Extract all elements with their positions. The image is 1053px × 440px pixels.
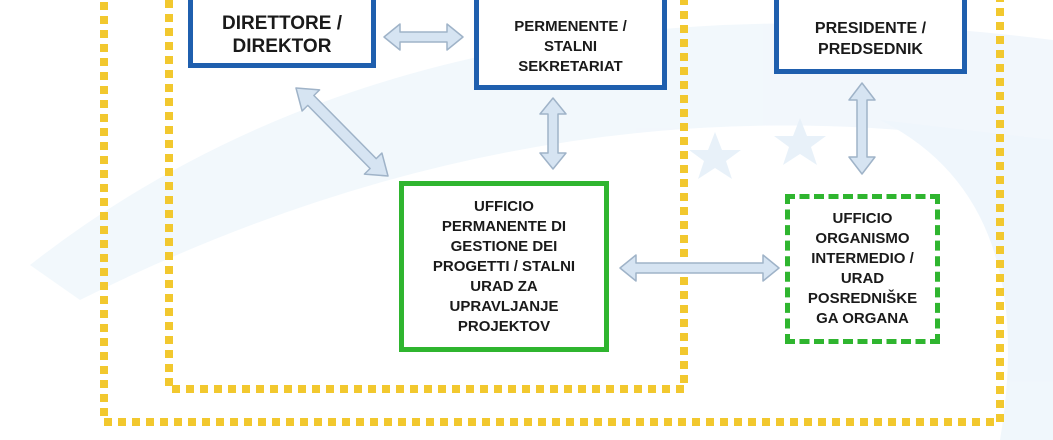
direttore-box: DIRETTORE / DIREKTOR <box>188 0 376 68</box>
segretariato-label: PERMENENTE / STALNI SEKRETARIAT <box>514 18 627 75</box>
direttore-label: DIRETTORE / DIREKTOR <box>222 13 342 57</box>
organismo-label: UFFICIO ORGANISMO INTERMEDIO / URAD POSR… <box>807 210 918 327</box>
organismo-box: UFFICIO ORGANISMO INTERMEDIO / URAD POSR… <box>785 194 940 344</box>
presidente-box: PRESIDENTE / PREDSEDNIK <box>774 0 967 74</box>
outer-dotted-frame <box>100 0 1004 426</box>
segretariato-box: PERMENENTE / STALNI SEKRETARIAT <box>474 0 667 90</box>
inner-dotted-frame <box>165 0 688 393</box>
arrow-ufficio-organismo <box>619 254 780 282</box>
arrow-direttore-segretariato <box>383 23 464 51</box>
arrow-segretariato-ufficio <box>539 97 567 170</box>
arrow-presidente-organismo <box>848 82 876 175</box>
ufficio-label: UFFICIO PERMANENTE DI GESTIONE DEI PROGE… <box>432 197 576 335</box>
presidente-label: PRESIDENTE / PREDSEDNIK <box>814 20 927 58</box>
ufficio-box: UFFICIO PERMANENTE DI GESTIONE DEI PROGE… <box>399 181 609 352</box>
arrow-direttore-ufficio <box>295 87 389 177</box>
background-logo <box>30 23 1053 440</box>
